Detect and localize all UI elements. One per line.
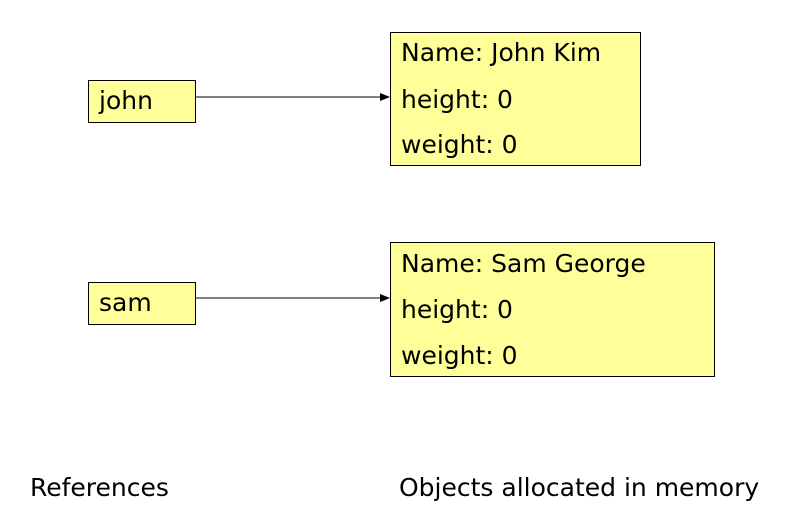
objects-caption: Objects allocated in memory	[399, 473, 760, 502]
reference-label-john: john	[99, 86, 153, 115]
reference-box-john: john	[88, 80, 196, 123]
reference-box-sam: sam	[88, 282, 196, 325]
object-box-sam: Name: Sam George height: 0 weight: 0	[390, 242, 715, 377]
object-name-field: Name: Sam George	[401, 249, 646, 278]
object-height-field: height: 0	[401, 295, 513, 324]
object-box-john: Name: John Kim height: 0 weight: 0	[390, 32, 641, 166]
reference-label-sam: sam	[99, 288, 152, 317]
object-weight-field: weight: 0	[401, 130, 518, 159]
references-caption: References	[30, 473, 169, 502]
object-name-field: Name: John Kim	[401, 38, 602, 67]
object-height-field: height: 0	[401, 85, 513, 114]
object-weight-field: weight: 0	[401, 341, 518, 370]
